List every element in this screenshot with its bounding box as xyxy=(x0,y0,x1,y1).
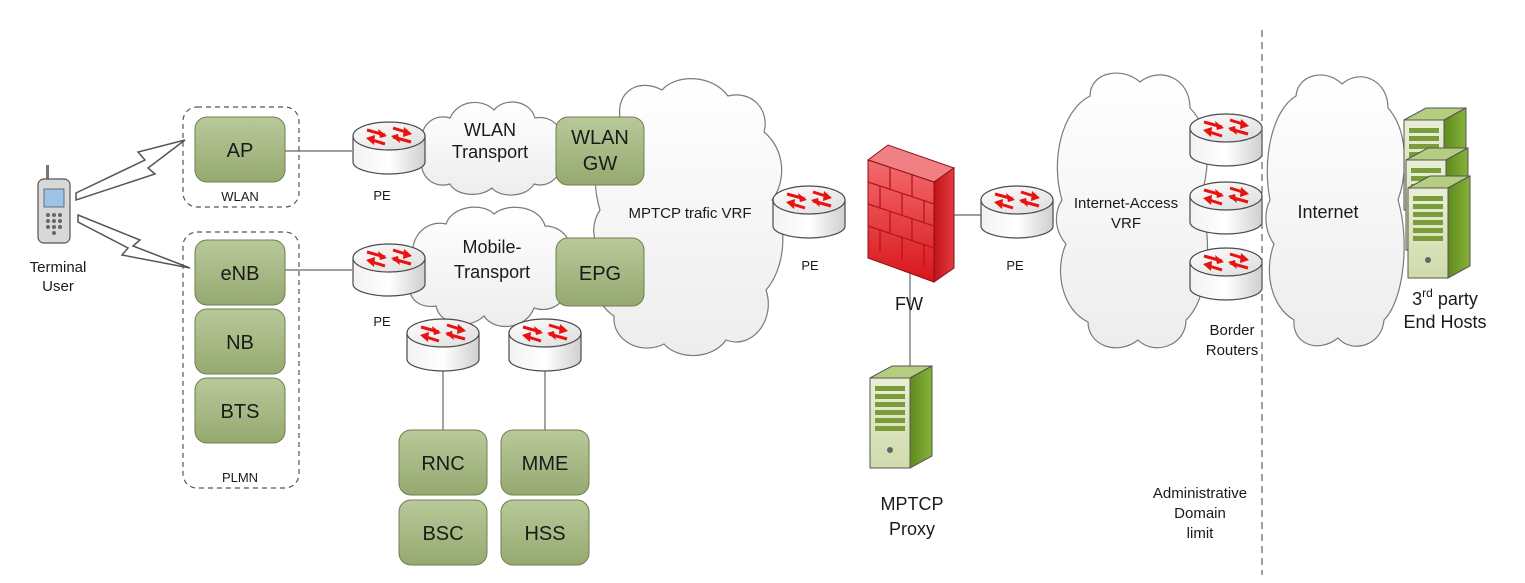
pe-router-internet xyxy=(979,184,1055,240)
internet-label: Internet xyxy=(1297,202,1358,222)
bsc-node xyxy=(398,499,488,566)
pe-label-internet: PE xyxy=(1006,258,1024,273)
pe-label-mptcp: PE xyxy=(801,258,819,273)
plmn-group-label: PLMN xyxy=(222,470,258,485)
internet-access-vrf-label-2: VRF xyxy=(1111,215,1141,232)
bts-node xyxy=(194,377,286,444)
mobile-transport-label-1: Mobile- xyxy=(462,237,521,257)
third-party-label-2: End Hosts xyxy=(1403,312,1486,332)
enb-label: eNB xyxy=(221,263,260,285)
rnc-label: RNC xyxy=(421,453,464,475)
hss-label: HSS xyxy=(524,523,565,545)
mptcp-vrf-label: MPTCP trafic VRF xyxy=(628,205,751,222)
nb-node xyxy=(194,308,286,375)
third-party-label-1: 3rd party xyxy=(1412,286,1478,309)
fw-label: FW xyxy=(895,294,923,314)
third-party-server-3-icon xyxy=(1407,175,1471,279)
router-rnc xyxy=(405,317,481,373)
router-mme xyxy=(507,317,583,373)
border-routers-label-1: Border xyxy=(1209,322,1254,339)
border-routers-label-2: Routers xyxy=(1206,342,1259,359)
mobile-transport-label-2: Transport xyxy=(454,262,530,282)
wlan-group xyxy=(182,106,300,208)
rnc-node xyxy=(398,429,488,496)
pe-label-mobile: PE xyxy=(373,314,391,329)
pe-router-mptcp xyxy=(771,184,847,240)
ap-label: AP xyxy=(227,140,254,162)
wlan-transport-label-2: Transport xyxy=(452,142,528,162)
wlan-gw-label-1: WLAN xyxy=(571,127,629,149)
admin-limit-label-3: limit xyxy=(1187,525,1214,542)
border-router-1 xyxy=(1188,112,1264,168)
mobile-phone-icon xyxy=(37,165,71,244)
pe-router-mobile xyxy=(351,242,427,298)
bsc-label: BSC xyxy=(422,523,463,545)
pe-router-wlan xyxy=(351,120,427,176)
pe-label-wlan: PE xyxy=(373,188,391,203)
terminal-user-label-1: Terminal xyxy=(30,259,87,276)
firewall-icon xyxy=(866,144,956,283)
enb-node xyxy=(194,239,286,306)
admin-limit-label-1: Administrative xyxy=(1153,485,1247,502)
epg-label: EPG xyxy=(579,263,621,285)
admin-limit-label-2: Domain xyxy=(1174,505,1226,522)
mptcp-proxy-label-1: MPTCP xyxy=(881,494,944,514)
terminal-user-label-2: User xyxy=(42,278,74,295)
internet-cloud xyxy=(1265,74,1406,347)
wlan-transport-label-1: WLAN xyxy=(464,120,516,140)
epg-node xyxy=(555,237,645,307)
mptcp-proxy-server-icon xyxy=(869,365,933,469)
mptcp-proxy-label-2: Proxy xyxy=(889,519,935,539)
border-router-3 xyxy=(1188,246,1264,302)
hss-node xyxy=(500,499,590,566)
bts-label: BTS xyxy=(221,401,260,423)
internet-access-vrf-label-1: Internet-Access xyxy=(1074,195,1178,212)
wlan-gw-node xyxy=(555,116,645,186)
wlan-group-label: WLAN xyxy=(221,189,259,204)
wlan-gw-label-2: GW xyxy=(583,153,618,175)
mme-node xyxy=(500,429,590,496)
nb-label: NB xyxy=(226,332,254,354)
border-router-2 xyxy=(1188,180,1264,236)
mme-label: MME xyxy=(522,453,569,475)
ap-node xyxy=(194,116,286,183)
wireless-links xyxy=(75,139,191,269)
internet-access-vrf-cloud xyxy=(1055,72,1209,349)
